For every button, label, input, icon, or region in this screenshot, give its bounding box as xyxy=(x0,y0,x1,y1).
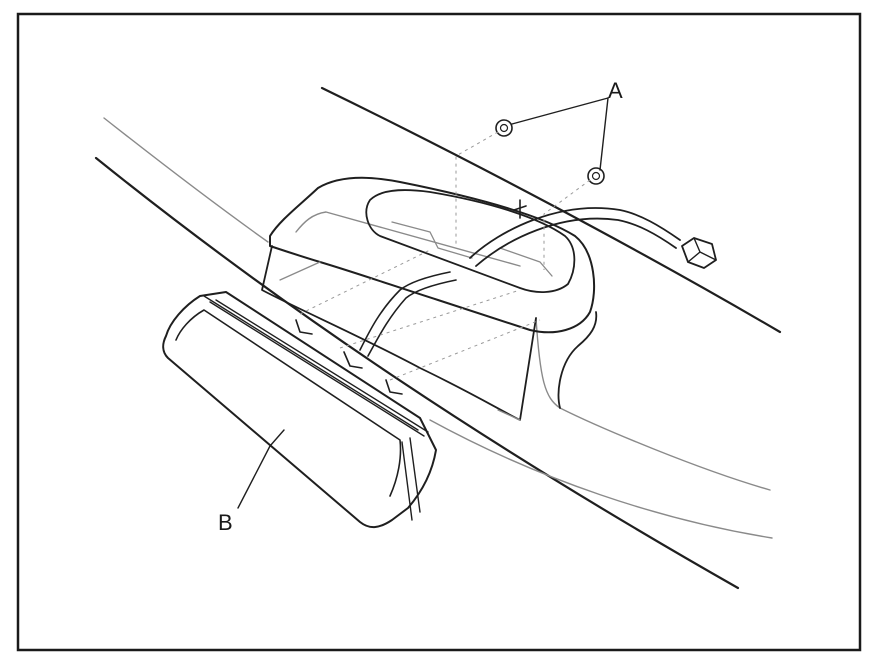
callout-label-a: A xyxy=(608,78,623,103)
alignment-lines xyxy=(299,131,591,381)
connector-socket-icon xyxy=(681,237,717,269)
lamp-lens-assembly xyxy=(162,291,437,528)
lamp-housing xyxy=(261,176,598,421)
wiring-harness xyxy=(359,199,681,357)
nut-icon-upper xyxy=(495,119,513,137)
callout-label-b: B xyxy=(218,510,233,535)
diagram-frame xyxy=(16,12,862,652)
leader-lines xyxy=(237,97,609,509)
nut-icon-lower xyxy=(587,167,605,185)
